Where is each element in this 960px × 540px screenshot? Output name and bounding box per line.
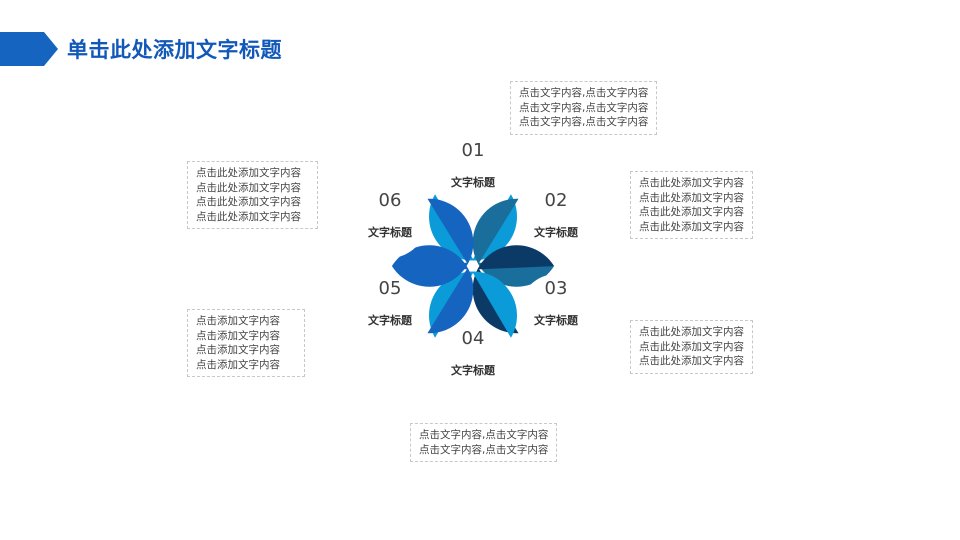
text-box-06[interactable]: 点击此处添加文字内容点击此处添加文字内容点击此处添加文字内容点击此处添加文字内容 <box>187 161 318 229</box>
text-line: 点击此处添加文字内容 <box>196 167 301 179</box>
page-title[interactable]: 单击此处添加文字标题 <box>67 38 282 62</box>
petal-title[interactable]: 文字标题 <box>368 314 412 328</box>
text-line: 点击此处添加文字内容 <box>639 220 744 233</box>
text-line: 点击此处添加文字内容 <box>639 355 744 367</box>
text-line: 点击此处添加文字内容 <box>196 210 301 223</box>
petal-number: 04 <box>461 328 485 349</box>
petal-04 <box>428 271 517 338</box>
petal-inner-circle <box>437 136 509 208</box>
text-line: 点击此处添加文字内容 <box>196 196 301 208</box>
text-line: 点击此处添加文字内容 <box>639 340 744 353</box>
petal-inner-circle <box>354 185 427 258</box>
petal-inner-circle <box>519 185 592 258</box>
text-box-01[interactable]: 点击文字内容,点击文字内容点击文字内容,点击文字内容点击文字内容,点击文字内容 <box>510 81 658 135</box>
text-line: 点击添加文字内容 <box>196 358 280 371</box>
text-line: 点击文字内容,点击文字内容 <box>519 87 649 99</box>
petal-title[interactable]: 文字标题 <box>533 225 578 239</box>
text-line: 点击文字内容,点击文字内容 <box>519 116 649 128</box>
petal-number: 03 <box>544 278 568 300</box>
title-arrow-icon <box>0 32 58 66</box>
text-box-04[interactable]: 点击文字内容,点击文字内容点击文字内容,点击文字内容 <box>410 423 558 462</box>
petal-number: 02 <box>544 189 568 211</box>
petal-number: 05 <box>378 278 402 300</box>
text-line: 点击此处添加文字内容 <box>196 181 301 194</box>
petal-title[interactable]: 文字标题 <box>368 225 412 239</box>
text-line: 点击添加文字内容 <box>196 329 280 342</box>
petal-number: 06 <box>378 189 402 211</box>
text-line: 点击添加文字内容 <box>196 315 280 327</box>
text-line: 点击此处添加文字内容 <box>639 206 744 218</box>
text-box-02[interactable]: 点击此处添加文字内容点击此处添加文字内容点击此处添加文字内容点击此处添加文字内容 <box>630 171 753 239</box>
petal-01 <box>429 194 517 261</box>
text-line: 点击此处添加文字内容 <box>639 177 744 189</box>
petal-title[interactable]: 文字标题 <box>533 314 578 328</box>
petal-inner-circle <box>354 274 427 347</box>
text-line: 点击文字内容,点击文字内容 <box>419 443 549 456</box>
petal-title[interactable]: 文字标题 <box>451 364 495 377</box>
petal-06 <box>391 198 474 287</box>
text-line: 点击此处添加文字内容 <box>639 326 744 338</box>
text-line: 点击添加文字内容 <box>196 344 280 356</box>
text-box-05[interactable]: 点击添加文字内容点击添加文字内容点击添加文字内容点击添加文字内容 <box>187 309 305 377</box>
petal-inner-circle <box>437 324 509 396</box>
petal-title[interactable]: 文字标题 <box>451 176 495 189</box>
text-line: 点击文字内容,点击文字内容 <box>519 101 649 114</box>
text-line: 点击此处添加文字内容 <box>639 191 744 204</box>
text-line: 点击文字内容,点击文字内容 <box>419 429 549 441</box>
petal-03 <box>472 245 555 334</box>
petal-inner-circle <box>519 274 592 347</box>
petal-number: 01 <box>461 140 485 161</box>
text-box-03[interactable]: 点击此处添加文字内容点击此处添加文字内容点击此处添加文字内容 <box>630 320 753 374</box>
